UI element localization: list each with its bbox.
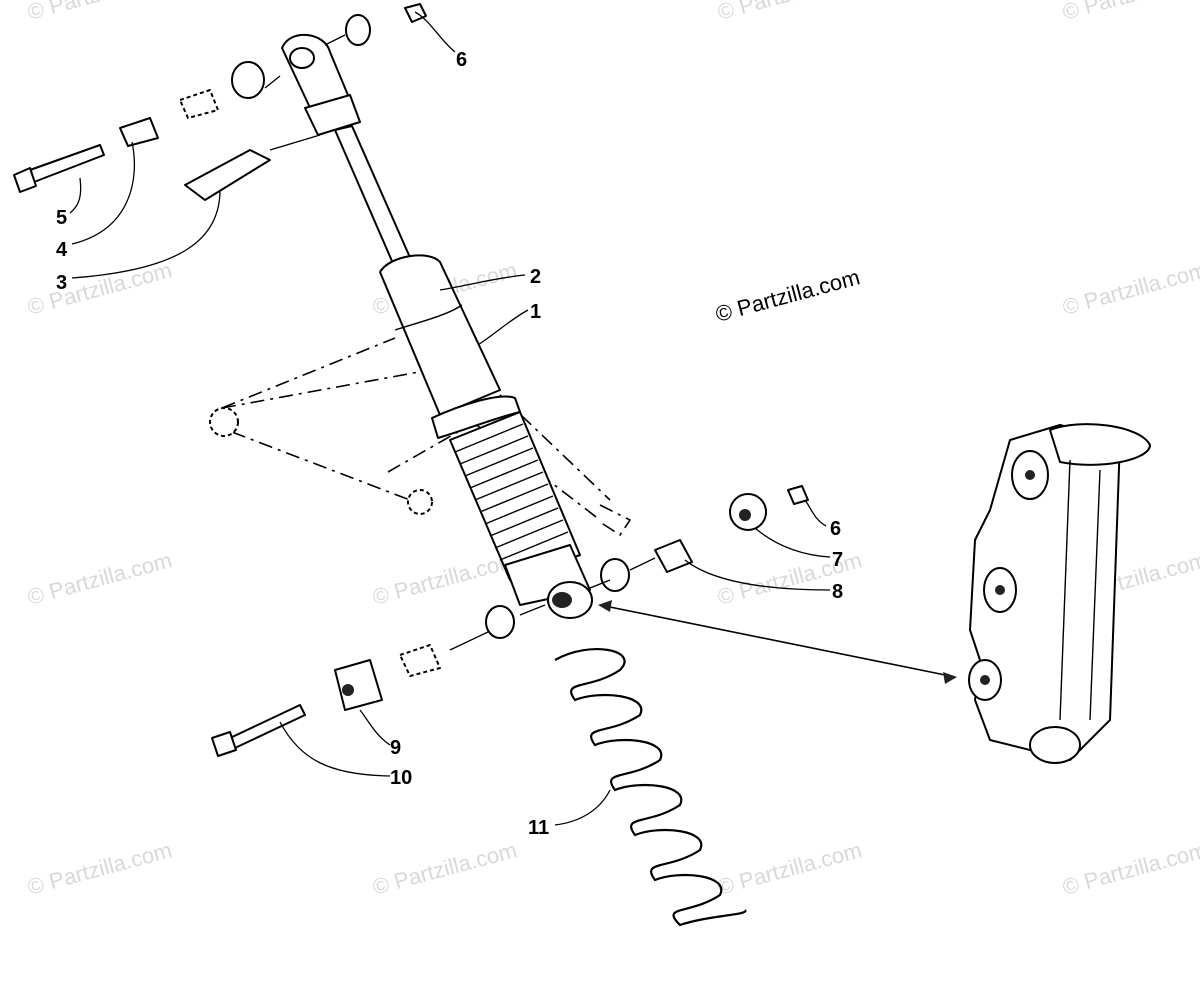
watermark: © Partzilla.com	[25, 257, 175, 320]
watermark: © Partzilla.com	[370, 547, 520, 610]
watermark: © Partzilla.com	[1060, 257, 1200, 320]
hardware-lower-left	[211, 604, 546, 757]
watermark: © Partzilla.com	[1060, 0, 1200, 25]
coil-spring	[554, 648, 747, 927]
callout-7: 7	[832, 549, 843, 571]
watermark: © Partzilla.com	[25, 0, 175, 25]
spindle-knuckle	[968, 423, 1151, 764]
callout-3: 3	[56, 272, 67, 294]
watermark: © Partzilla.com	[370, 837, 520, 900]
callout-1: 1	[530, 301, 541, 323]
callout-4: 4	[56, 239, 68, 261]
callout-8: 8	[832, 581, 843, 603]
callout-10: 10	[390, 767, 412, 789]
callout-9: 9	[390, 737, 401, 759]
watermark: © Partzilla.com	[25, 837, 175, 900]
copyright-notice: © Partzilla.com	[713, 264, 863, 327]
callout-6-upper: 6	[456, 49, 467, 71]
watermark: © Partzilla.com	[25, 547, 175, 610]
callout-11: 11	[528, 817, 549, 839]
callout-6-right: 6	[830, 518, 841, 540]
watermark: © Partzilla.com	[715, 837, 865, 900]
leader-lines	[69, 11, 831, 826]
mount-arrow	[598, 600, 957, 684]
watermark: © Partzilla.com	[715, 0, 865, 25]
hardware-middle-right	[589, 485, 809, 592]
bolt-upper	[13, 61, 321, 201]
callout-labels: 6 5 4 3 2 1 6 7 8 9 10 11	[56, 49, 843, 839]
hardware-upper-right	[324, 3, 427, 46]
shock-absorber	[281, 33, 593, 619]
callout-2: 2	[530, 266, 541, 288]
watermark: © Partzilla.com	[1060, 837, 1200, 900]
thread-lines	[454, 423, 569, 561]
callout-5: 5	[56, 207, 67, 229]
